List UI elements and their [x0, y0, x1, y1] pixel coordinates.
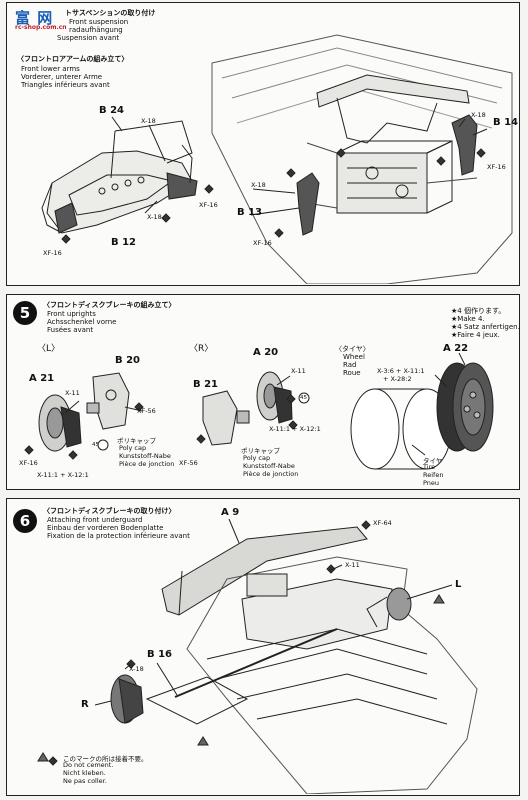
part-b14: B 14 [493, 117, 519, 128]
side-l: L [455, 579, 462, 590]
screw-xf16-c: XF-16 [253, 239, 272, 247]
screw-x18-d: X-18 [471, 111, 486, 119]
step5-note-de: ★4 Satz anfertigen. [451, 323, 520, 331]
step5-title: 〈フロントディスクブレーキの組み立て〉 [43, 301, 176, 309]
part-b13: B 13 [237, 207, 263, 218]
step5-line-de: Achsschenkel vorne [47, 318, 117, 326]
caution-fr: Ne pas coller. [63, 777, 107, 785]
screws-x11-x12-right: X-11:1 + X-12:1 [269, 425, 321, 433]
polycap-fr-left: Pièce de jonction [119, 460, 175, 468]
tire-tag: 〈タイヤ〉 [335, 345, 370, 353]
screw-xf16-a: XF-16 [199, 201, 218, 209]
ring-45-left: 45 [92, 442, 99, 448]
step5-number: 5 [13, 301, 37, 325]
caution-en: Do not cement. [63, 761, 114, 769]
screw-x18-a: X-18 [141, 117, 156, 125]
part-b12: B 12 [111, 237, 137, 248]
screw-x11-left: X-11 [65, 389, 80, 397]
screw-xf56-right: XF-56 [179, 459, 198, 467]
tire-label-de: Reifen [423, 471, 444, 479]
step4-title: トサスペンションの取り付け [65, 9, 156, 17]
step5-line-fr: Fusées avant [47, 326, 94, 334]
screw-xf16-b: XF-16 [43, 249, 62, 257]
step5-panel: 5 〈フロントディスクブレーキの組み立て〉 Front uprights Ach… [6, 294, 520, 490]
screws-wheel-2: + X-28:2 [383, 375, 412, 383]
step4-line-de: radaufhängung [69, 26, 123, 34]
part-a20: A 20 [253, 347, 279, 358]
step4-sub-fr: Triangles inférieurs avant [21, 81, 110, 89]
caution-de: Nicht kleben. [63, 769, 106, 777]
screw-x18-b: X-18 [147, 213, 162, 221]
screw-xf16-left: XF-16 [19, 459, 38, 467]
screw-xf64: XF-64 [373, 519, 392, 527]
step6-line-de: Einbau der vorderen Bodenplatte [47, 524, 164, 532]
step6-line-en: Attaching front underguard [47, 516, 143, 524]
screw-xf16-d: XF-16 [487, 163, 506, 171]
polycap-de-left: Kunststoff-Nabe [119, 452, 171, 460]
polycap-en-left: Poly cap [119, 444, 147, 452]
step5-diagram [24, 352, 494, 470]
step6-number: 6 [13, 509, 37, 533]
step4-sub-title: 〈フロントロアアームの組み立て〉 [17, 55, 129, 63]
step5-note-fr: ★Faire 4 jeux. [451, 331, 500, 339]
screws-x11-x12-left: X-11:1 + X-12:1 [37, 471, 89, 479]
step5-line-en: Front uprights [47, 310, 96, 318]
step5-note-en: ★Make 4. [451, 315, 485, 323]
tire-label-fr: Pneu [423, 479, 440, 487]
polycap-jp-left: ポリキャップ [117, 437, 156, 445]
step4-sub-en: Front lower arms [21, 65, 80, 73]
step6-title: 〈フロントディスクブレーキの取り付け〉 [43, 507, 176, 515]
screw-x11-right: X-11 [291, 367, 306, 375]
part-a22: A 22 [443, 343, 469, 354]
step4-sub-de: Vorderer, unterer Arme [21, 73, 103, 81]
watermark-logo: 富 网 [15, 9, 54, 27]
part-b21: B 21 [193, 379, 219, 390]
screw-xf56-left: XF-56 [137, 407, 156, 415]
left-tag: 〈L〉 [37, 344, 61, 354]
screw-x18: X-18 [129, 665, 144, 673]
watermark-url: rc-shop.com.cn [15, 24, 67, 31]
part-a9: A 9 [221, 507, 240, 518]
tire-label-en: Tire [423, 463, 436, 471]
side-r: R [81, 699, 89, 710]
part-b24: B 24 [99, 105, 125, 116]
polycap-jp-right: ポリキャップ [241, 447, 280, 455]
tire-label-jp: タイヤ [423, 457, 443, 465]
polycap-de-right: Kunststoff-Nabe [243, 462, 295, 470]
step6-diagram [37, 518, 478, 794]
step4-panel: 富 网 rc-shop.com.cn トサスペンションの取り付け Front s… [6, 2, 520, 286]
screws-wheel-1: X-3:6 + X-11:1 [377, 367, 425, 375]
tire-fr: Roue [343, 369, 361, 377]
ring-45-right: 45 [300, 395, 307, 401]
tire-de: Rad [343, 361, 357, 369]
tire-en: Wheel [343, 353, 365, 361]
screw-x11: X-11 [345, 561, 360, 569]
right-tag: 〈R〉 [189, 344, 214, 354]
polycap-fr-right: Pièce de jonction [243, 470, 299, 478]
step6-panel: 6 〈フロントディスクブレーキの取り付け〉 Attaching front un… [6, 498, 520, 796]
part-b20: B 20 [115, 355, 141, 366]
part-a21: A 21 [29, 373, 55, 384]
polycap-en-right: Poly cap [243, 454, 271, 462]
step5-note-jp: ★4 個作ります。 [451, 307, 506, 315]
step4-diagram [41, 34, 513, 284]
step6-line-fr: Fixation de la protection inférieure ava… [47, 532, 190, 540]
caution-jp: このマークの所は接着不要。 [63, 755, 148, 763]
screw-x18-c: X-18 [251, 181, 266, 189]
part-b16: B 16 [147, 649, 173, 660]
step4-line-fr: Suspension avant [57, 34, 120, 42]
step4-line-en: Front suspension [69, 18, 129, 26]
